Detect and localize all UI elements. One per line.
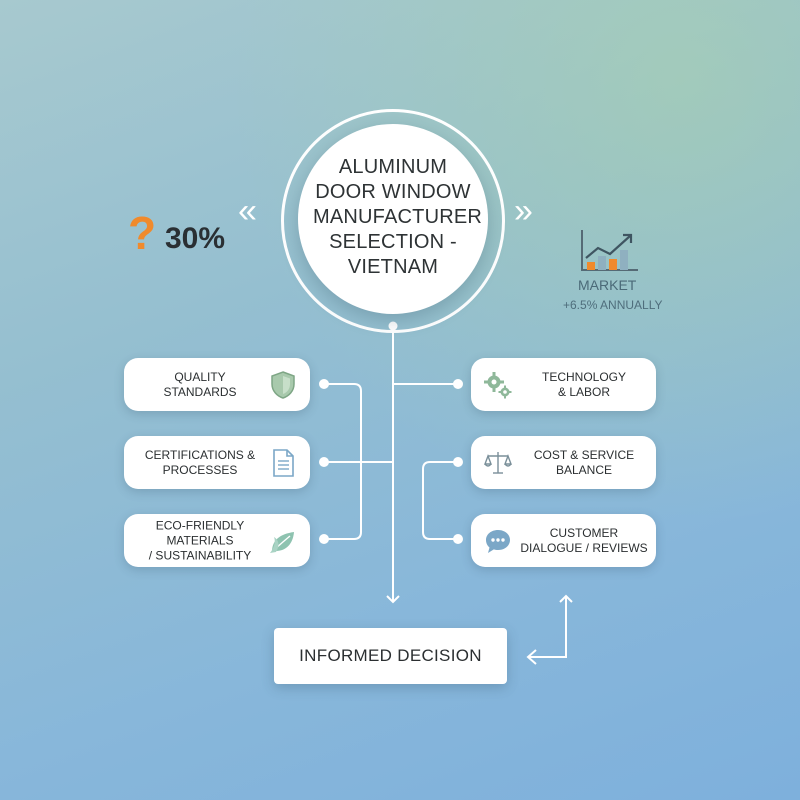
shield-icon (271, 370, 295, 399)
factor-card-technology: TECHNOLOGY & LABOR (471, 358, 656, 411)
factor-label: QUALITY STANDARDS (163, 369, 237, 399)
leaf-icon (270, 531, 294, 553)
left-node-dot-2 (319, 457, 329, 467)
factor-label: TECHNOLOGY & LABOR (541, 369, 626, 399)
informed-decision-box: INFORMED DECISION (274, 628, 507, 684)
factor-card-certifications: CERTIFICATIONS & PROCESSES (124, 436, 310, 489)
hub-ring (281, 109, 505, 333)
right-bracket-line (422, 461, 458, 540)
scale-icon (483, 451, 513, 474)
right-node-dot-3 (453, 534, 463, 544)
factor-card-cost: COST & SERVICE BALANCE (471, 436, 656, 489)
left-node-dot-1 (319, 379, 329, 389)
factor-card-eco: ECO-FRIENDLY MATERIALS / SUSTAINABILITY (124, 514, 310, 567)
document-icon (273, 448, 294, 477)
chevron-left-icon: « (238, 192, 257, 230)
market-label: MARKET (578, 277, 637, 293)
right-node-dot-2 (453, 457, 463, 467)
hub-circle: ALUMINUM DOOR WINDOW MANUFACTURER SELECT… (298, 124, 488, 314)
question-mark-icon: ? (128, 207, 157, 259)
feedback-arrow-left-head (526, 649, 537, 665)
factor-label: CUSTOMER DIALOGUE / REVIEWS (520, 525, 648, 555)
factor-card-quality: QUALITY STANDARDS (124, 358, 310, 411)
chevron-right-icon: » (514, 192, 533, 230)
factor-card-customer: CUSTOMER DIALOGUE / REVIEWS (471, 514, 656, 567)
chat-bubble-icon (486, 529, 510, 553)
gears-icon (484, 371, 512, 398)
stat-value: 30% (165, 222, 226, 255)
factor-label: COST & SERVICE BALANCE (533, 447, 635, 477)
factor-label: ECO-FRIENDLY MATERIALS / SUSTAINABILITY (148, 518, 252, 562)
right-node-dot-1 (453, 379, 463, 389)
left-node-dot-3 (319, 534, 329, 544)
factor-label: CERTIFICATIONS & PROCESSES (144, 447, 256, 477)
feedback-arrow-line (528, 594, 573, 658)
market-growth: +6.5% ANNUALLY (563, 298, 663, 312)
hub-title: ALUMINUM DOOR WINDOW MANUFACTURER SELECT… (313, 155, 483, 278)
growth-chart-icon (581, 230, 638, 271)
informed-decision-label: INFORMED DECISION (299, 646, 482, 665)
